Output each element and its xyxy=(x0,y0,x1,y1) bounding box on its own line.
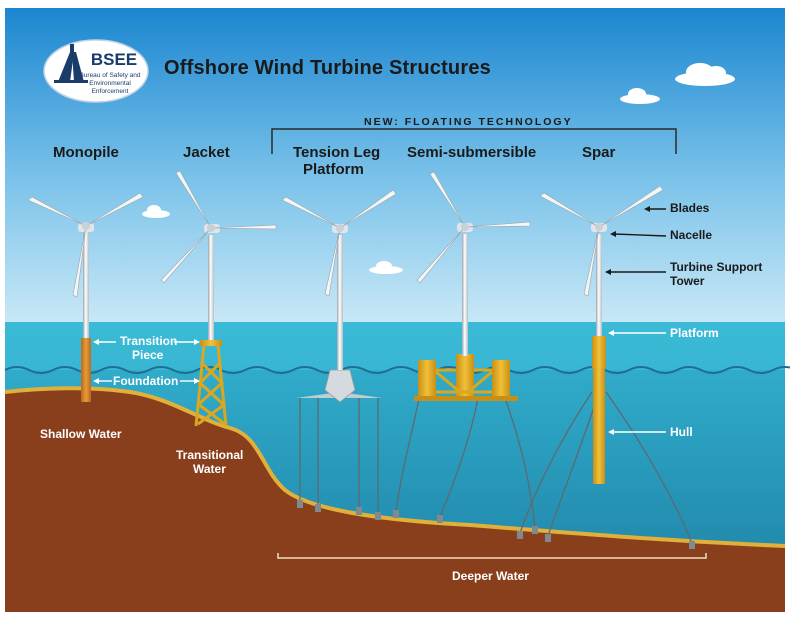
logo-acronym: BSEE xyxy=(90,50,138,69)
monopile-heading: Monopile xyxy=(53,144,119,161)
shallow-water-label: Shallow Water xyxy=(40,427,122,441)
tower-label-line1: Turbine Support xyxy=(670,260,763,274)
monopile-turbine xyxy=(27,192,144,402)
waterline xyxy=(4,366,790,374)
transitional-water-label-line1: Transitional xyxy=(176,448,244,462)
rotor-blades xyxy=(539,185,664,297)
seabed-edge xyxy=(4,386,786,548)
transition-label-line1: Transition xyxy=(120,334,178,348)
semi-submersible-turbine xyxy=(393,171,538,534)
rotor-blades xyxy=(281,189,397,297)
logo-agency-line3: Enforcement xyxy=(91,88,129,95)
floating-technology-banner: NEW: FLOATING TECHNOLOGY xyxy=(364,116,573,128)
transition-label-line2: Piece xyxy=(132,348,164,362)
jacket-heading: Jacket xyxy=(183,144,230,161)
deeper-water-label: Deeper Water xyxy=(452,569,529,583)
tension-leg-heading-line1: Tension Leg xyxy=(293,144,381,161)
cloud-icon xyxy=(620,88,660,104)
tower-label-line2: Tower xyxy=(670,274,705,288)
jacket-turbine xyxy=(160,170,277,427)
sea-surface xyxy=(5,322,785,370)
logo-agency-line2: Environmental xyxy=(89,80,131,87)
transitional-water-label-line2: Water xyxy=(193,462,226,476)
cloud-icon xyxy=(369,261,403,274)
semi-submersible-heading: Semi-submersible xyxy=(407,144,537,161)
blades-label: Blades xyxy=(670,201,710,215)
logo-agency-line1: Bureau of Safety and xyxy=(79,72,141,79)
rotor-blades xyxy=(160,170,277,284)
spar-turbine xyxy=(517,185,695,549)
oil-rig-icon xyxy=(54,44,88,83)
deeper-water-bracket xyxy=(277,553,707,559)
rotor-blades xyxy=(416,171,531,284)
cloud-icon xyxy=(675,63,735,86)
bsee-logo xyxy=(43,39,149,103)
nacelle-pointer xyxy=(613,233,667,237)
hull-label: Hull xyxy=(670,425,693,439)
rotor-blades xyxy=(27,192,144,298)
page-title: Offshore Wind Turbine Structures xyxy=(164,57,491,79)
platform-label: Platform xyxy=(670,326,719,340)
tension-leg-heading-line2: Platform xyxy=(303,161,364,178)
floating-technology-bracket xyxy=(271,128,677,154)
seabed xyxy=(5,388,785,612)
foundation-label: Foundation xyxy=(113,374,179,388)
cloud-icon xyxy=(142,205,170,218)
tension-leg-turbine xyxy=(281,189,397,520)
spar-heading: Spar xyxy=(582,144,616,161)
nacelle-label: Nacelle xyxy=(670,228,713,242)
